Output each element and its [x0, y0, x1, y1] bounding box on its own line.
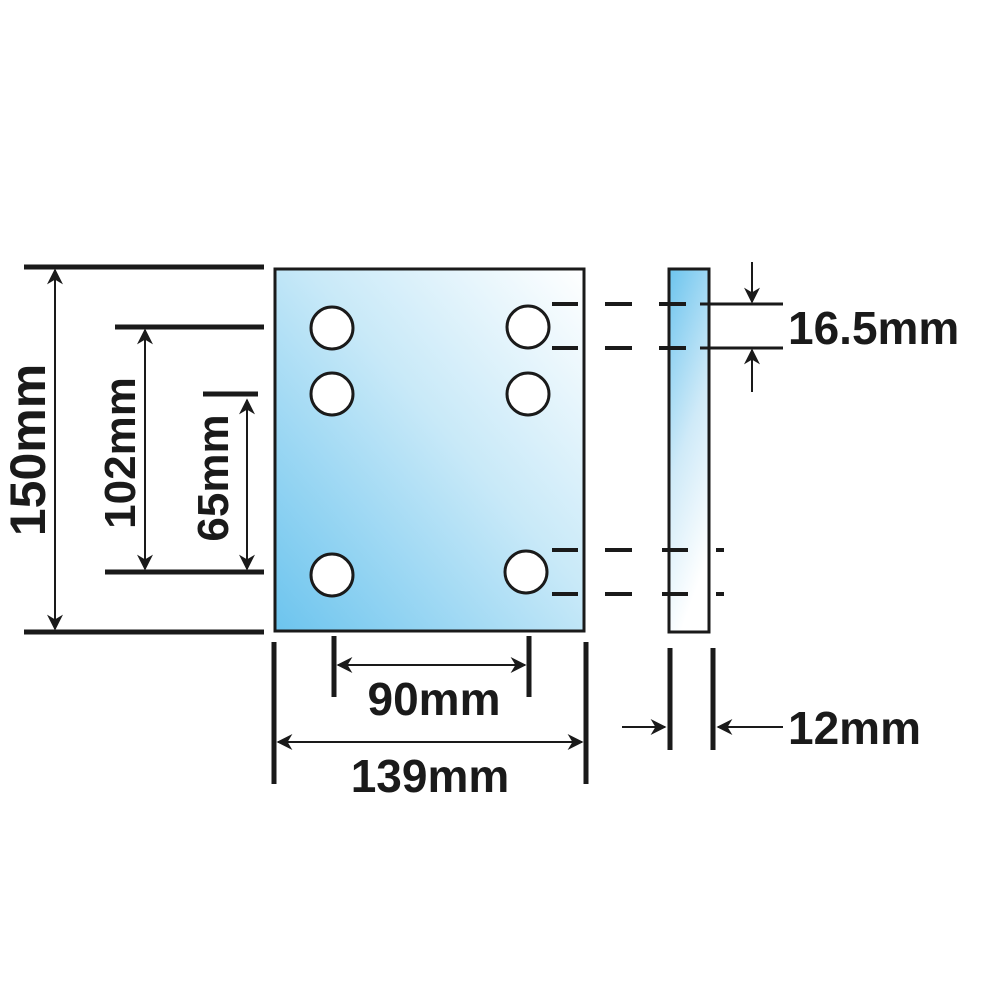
label-139mm: 139mm: [351, 750, 510, 802]
label-16-5mm: 16.5mm: [788, 302, 959, 354]
dimension-arrows-bottom: [276, 657, 783, 750]
extension-lines-left: [24, 264, 264, 635]
extension-lines-bottom: [271, 636, 716, 784]
holes: [309, 304, 551, 598]
side-plate: [667, 267, 711, 634]
hole-top-left: [309, 305, 355, 351]
projection-lines-bottom: [552, 548, 724, 596]
front-view: [273, 267, 586, 633]
label-65mm: 65mm: [189, 414, 238, 541]
label-90mm: 90mm: [368, 673, 501, 725]
label-102mm: 102mm: [96, 377, 145, 529]
hole-mid-right: [505, 371, 551, 417]
hole-top-right: [505, 304, 551, 350]
hole-bottom-right: [503, 549, 549, 595]
dimension-arrows-left: [47, 268, 255, 631]
label-150mm: 150mm: [0, 364, 56, 536]
projection-lines-top: [552, 302, 783, 350]
hole-bottom-left: [309, 552, 355, 598]
hole-mid-left: [309, 371, 355, 417]
label-12mm: 12mm: [788, 702, 921, 754]
